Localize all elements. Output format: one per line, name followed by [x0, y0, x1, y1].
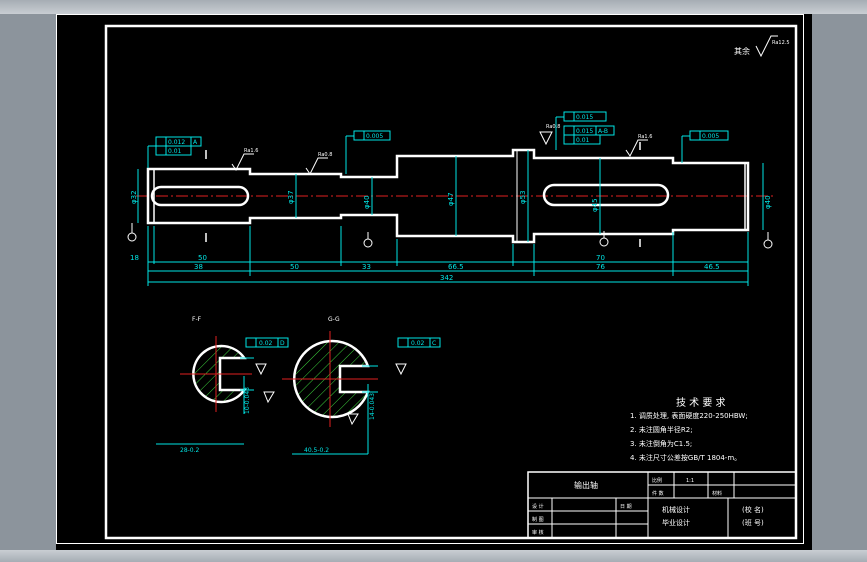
svg-text:制 图: 制 图 — [532, 516, 544, 523]
dim-l4: 33 — [362, 263, 371, 271]
diameter-dimensions: φ32 φ37 φ40 φ47 φ53 φ45 φ40 — [130, 150, 772, 242]
tech-line-2: 2. 未注圆角半径R2; — [630, 425, 693, 434]
dim-l6: 70 — [596, 254, 605, 262]
datum-c-icon — [599, 237, 609, 247]
section-b-width: 14-0.043 — [369, 393, 376, 420]
roughness-symbol-icon — [755, 35, 778, 58]
dim-l7: 46.5 — [704, 263, 720, 271]
shaft-outline — [146, 148, 750, 244]
dim-d3: φ40 — [363, 195, 371, 209]
section-a-label: F-F — [192, 316, 202, 323]
svg-text:(班 号): (班 号) — [742, 518, 764, 527]
dim-d2: φ37 — [287, 190, 295, 204]
svg-text:审 核: 审 核 — [532, 529, 544, 536]
dim-l5: 66.5 — [448, 263, 464, 271]
dim-l8: 38 — [194, 263, 203, 271]
svg-text:0.005: 0.005 — [702, 133, 719, 140]
section-a-depth: 28-0.2 — [180, 447, 200, 454]
bottom-status-bar — [0, 550, 867, 562]
datum-b-icon — [363, 238, 373, 248]
svg-text:日 期: 日 期 — [620, 504, 632, 510]
svg-text:0.02: 0.02 — [411, 340, 425, 347]
dim-total: 342 — [440, 274, 453, 282]
svg-text:0.01: 0.01 — [168, 148, 182, 155]
svg-text:机械设计: 机械设计 — [662, 505, 690, 514]
section-b-label: G-G — [328, 316, 340, 323]
svg-text:设 计: 设 计 — [532, 503, 544, 510]
dim-d6: φ45 — [591, 198, 599, 212]
keyway-left — [150, 185, 250, 207]
outer-frame — [56, 14, 804, 544]
svg-text:0.01: 0.01 — [576, 137, 590, 144]
section-b-depth: 40.5-0.2 — [304, 447, 329, 454]
tech-line-1: 1. 调质处理, 表面硬度220-250HBW; — [630, 411, 748, 420]
svg-text:材料: 材料 — [712, 490, 722, 497]
svg-text:0.015: 0.015 — [576, 128, 593, 135]
top-toolbar — [0, 0, 867, 14]
datum-symbols — [127, 223, 773, 249]
keyway-right — [542, 183, 670, 207]
svg-text:0.015: 0.015 — [576, 114, 593, 121]
section-a-width: 10-0.043 — [244, 387, 251, 414]
tech-line-4: 4. 未注尺寸公差按GB/T 1804-m。 — [630, 453, 741, 462]
roughness-tags: Ra1.6 Ra0.8 Ra0.8 Ra1.6 — [231, 124, 652, 175]
svg-text:比例: 比例 — [652, 477, 662, 484]
roughness-value: Ra12.5 — [772, 40, 790, 46]
datum-d-icon — [763, 239, 773, 249]
dim-l1: 18 — [130, 254, 139, 262]
svg-text:0.012: 0.012 — [168, 139, 185, 146]
inner-frame — [104, 24, 798, 540]
svg-text:1:1: 1:1 — [686, 478, 694, 484]
svg-text:件 数: 件 数 — [652, 490, 664, 497]
dim-d5: φ53 — [519, 190, 527, 204]
svg-text:0.02: 0.02 — [259, 340, 273, 347]
svg-text:(校 名): (校 名) — [742, 505, 764, 514]
length-dimensions: 18 50 50 33 66.5 70 46.5 38 76 342 — [130, 226, 749, 286]
technical-requirements: 技 术 要 求 1. 调质处理, 表面硬度220-250HBW; 2. 未注圆角… — [630, 396, 748, 462]
svg-text:Ra0.8: Ra0.8 — [546, 124, 560, 130]
dim-d1: φ32 — [130, 190, 138, 204]
section-view-g: G-G 40.5-0.2 14-0.043 0.02 C — [282, 316, 441, 455]
svg-text:A: A — [193, 139, 198, 146]
dim-l2: 50 — [198, 254, 207, 262]
dim-l3: 50 — [290, 263, 299, 271]
cad-drawing: 其余 Ra12.5 φ32 φ37 — [56, 14, 804, 544]
svg-text:0.005: 0.005 — [366, 133, 383, 140]
tolerance-frames: 0.012 A 0.01 0.005 0.015 0.015 A-B 0.01 … — [147, 111, 729, 174]
svg-text:Ra1.6: Ra1.6 — [638, 134, 652, 140]
svg-text:毕业设计: 毕业设计 — [662, 518, 690, 527]
dim-d4: φ47 — [447, 192, 455, 206]
datum-a-icon — [127, 232, 137, 242]
tech-heading: 技 术 要 求 — [676, 396, 726, 409]
dim-l9: 76 — [596, 263, 605, 271]
tech-line-3: 3. 未注倒角为C1.5; — [630, 439, 692, 448]
svg-text:C: C — [432, 340, 436, 347]
svg-text:Ra1.6: Ra1.6 — [244, 148, 258, 154]
svg-text:D: D — [280, 340, 285, 347]
section-view-f: F-F 28-0.2 10-0.043 0.02 D — [156, 316, 289, 454]
svg-text:Ra0.8: Ra0.8 — [318, 152, 332, 158]
part-name: 输出轴 — [574, 480, 598, 490]
drawing-canvas[interactable]: 其余 Ra12.5 φ32 φ37 — [56, 14, 812, 550]
svg-text:A-B: A-B — [598, 128, 608, 135]
dim-d7: φ40 — [764, 195, 772, 209]
roughness-note: 其余 — [734, 46, 750, 56]
title-block: 输出轴 比例 1:1 件 数 材料 设 计 日 期 制 图 审 核 机械设计 毕… — [527, 471, 797, 539]
